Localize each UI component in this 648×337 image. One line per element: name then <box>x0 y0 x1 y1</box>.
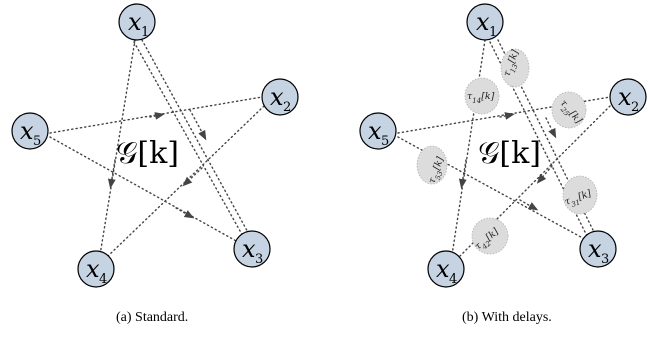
node-x1: x 1 <box>118 3 156 41</box>
node-b-x3: x 3 <box>579 230 617 268</box>
svg-text:x: x <box>588 235 602 263</box>
arrow-b-x5-x2 <box>499 112 515 120</box>
svg-text:τ31[k]: τ31[k] <box>563 188 594 211</box>
svg-text:2: 2 <box>631 100 639 115</box>
arrow-x5-x3 <box>175 207 195 219</box>
svg-text:x: x <box>368 117 382 145</box>
svg-text:1: 1 <box>141 25 149 40</box>
delay-cloud-tau14: τ14[k] <box>464 77 500 115</box>
arrow-x5-x2 <box>149 112 165 120</box>
node-x2: x 2 <box>261 78 299 116</box>
arrow-b-x5-x3 <box>519 199 539 211</box>
panel-with-delays: τ13[k] τ14[k] τ25[k] τ53[k] τ31[k] <box>359 3 647 325</box>
node-x3: x 3 <box>233 230 271 268</box>
svg-text:3: 3 <box>255 252 263 267</box>
node-b-x1: x 1 <box>466 3 504 41</box>
arrow-x1-x4 <box>107 159 116 189</box>
delay-cloud-tau25: τ25[k] <box>551 91 587 129</box>
node-b-x2: x 2 <box>609 78 647 116</box>
edge-x1-x3 <box>141 39 251 237</box>
svg-text:1: 1 <box>489 25 497 40</box>
arrow-b-x2-x4 <box>536 165 553 184</box>
node-x5: x 5 <box>11 112 49 150</box>
svg-text:τ53[k]: τ53[k] <box>426 155 449 186</box>
graph-label: 𝒢[k] <box>116 136 179 171</box>
caption-standard: (a) Standard. <box>116 310 188 325</box>
svg-text:τ13[k]: τ13[k] <box>501 48 524 79</box>
svg-text:5: 5 <box>33 134 41 149</box>
arrow-x1-x3 <box>189 109 207 141</box>
graph-label-b: 𝒢[k] <box>478 136 541 171</box>
edge-x5-x2 <box>49 96 263 134</box>
caption-with-delays: (b) With delays. <box>462 310 552 325</box>
svg-text:4: 4 <box>99 272 107 287</box>
delay-cloud-tau31: τ31[k] <box>562 175 598 215</box>
svg-text:x: x <box>128 8 142 36</box>
svg-text:x: x <box>270 83 284 111</box>
delay-cloud-tau53: τ53[k] <box>416 145 449 186</box>
svg-text:4: 4 <box>449 272 457 287</box>
svg-text:x: x <box>86 255 100 283</box>
node-b-x4: x 4 <box>427 250 465 288</box>
svg-text:x: x <box>476 8 490 36</box>
delay-cloud-tau13: τ13[k] <box>500 48 530 88</box>
edge-x2-x4 <box>107 105 265 257</box>
delay-cloud-tau42: τ42[k] <box>471 217 509 255</box>
edge-b-x5-x2 <box>397 96 611 134</box>
edge-b-x1-x4 <box>451 39 486 256</box>
node-x4: x 4 <box>77 250 115 288</box>
svg-text:3: 3 <box>601 252 609 267</box>
arrow-b-x1-x4 <box>458 159 467 189</box>
svg-text:2: 2 <box>283 100 291 115</box>
svg-text:x: x <box>242 235 256 263</box>
node-b-x5: x 5 <box>359 112 397 150</box>
arrow-x2-x4 <box>182 167 203 187</box>
svg-text:x: x <box>618 83 632 111</box>
svg-text:τ14[k]: τ14[k] <box>467 91 495 105</box>
svg-text:x: x <box>20 117 34 145</box>
svg-text:x: x <box>436 255 450 283</box>
svg-text:5: 5 <box>381 134 389 149</box>
panel-standard: x 1 x 2 x 3 x 4 x 5 𝒢[k] (a) Standard. <box>11 3 299 325</box>
edge-x5-x3 <box>49 136 239 243</box>
arrow-b-x1-x3 <box>545 117 557 139</box>
edge-x1-x4 <box>99 39 136 256</box>
